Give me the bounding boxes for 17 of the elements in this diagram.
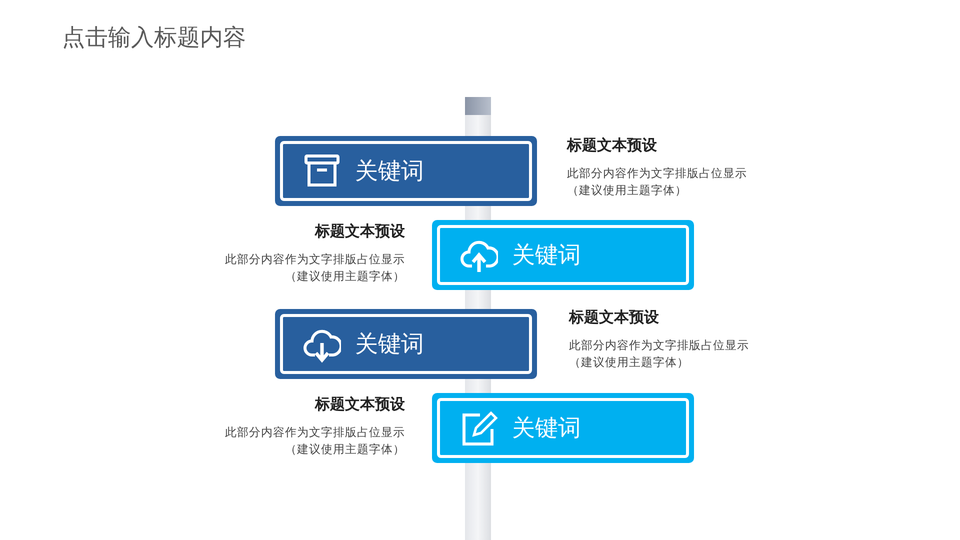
body-text: 此部分内容作为文字排版占位显示（建议使用主题字体） <box>569 337 750 371</box>
slide-title: 点击输入标题内容 <box>62 24 246 53</box>
body-text: 此部分内容作为文字排版占位显示（建议使用主题字体） <box>224 424 405 458</box>
sign-board <box>432 393 694 463</box>
keyword-text: 关键词 <box>512 414 581 444</box>
sign-board <box>432 220 694 290</box>
heading-text: 标题文本预设 <box>314 222 405 241</box>
keyword-text: 关键词 <box>355 158 424 186</box>
body-text: 此部分内容作为文字排版占位显示（建议使用主题字体） <box>567 165 748 199</box>
sign-board <box>275 309 537 379</box>
keyword-text: 关键词 <box>512 242 581 270</box>
sign-board <box>275 136 537 206</box>
heading-text: 标题文本预设 <box>314 395 405 414</box>
keyword-text: 关键词 <box>355 330 424 360</box>
heading-text: 标题文本预设 <box>567 136 658 155</box>
body-text: 此部分内容作为文字排版占位显示（建议使用主题字体） <box>224 251 405 285</box>
heading-text: 标题文本预设 <box>569 308 660 327</box>
